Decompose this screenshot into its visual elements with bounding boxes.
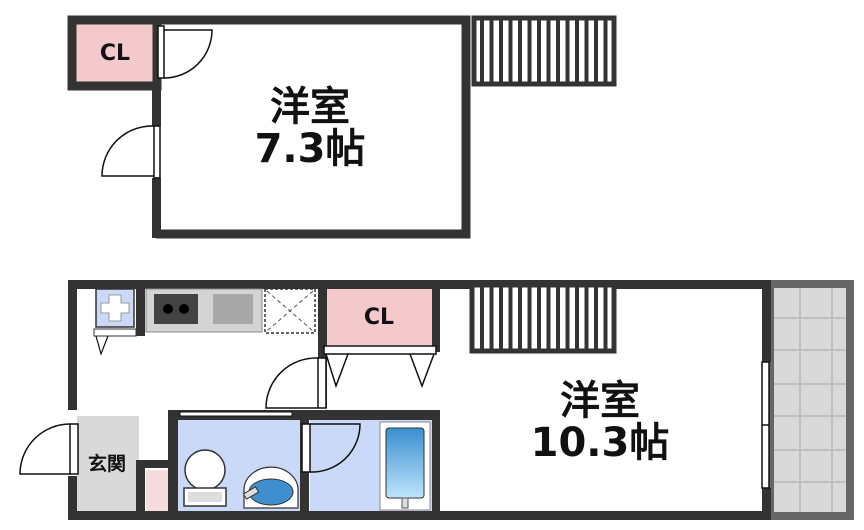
bath-faucet	[401, 497, 409, 509]
stair-tread	[480, 18, 484, 84]
drain-icon	[100, 294, 130, 322]
stair-tread	[594, 285, 598, 351]
stair-tread	[575, 285, 579, 351]
stair-tread	[584, 18, 589, 84]
upper-door-leaf	[153, 125, 161, 179]
burner-icon	[163, 304, 173, 314]
bath-door-leaf	[301, 423, 311, 473]
hall-door-leaf	[317, 357, 327, 409]
toilet-tank-inner	[188, 492, 222, 502]
closet-door-leaf	[157, 25, 165, 79]
washer-door	[95, 335, 109, 356]
stair-tread	[584, 285, 589, 351]
closet-rail	[323, 345, 437, 355]
stair-tread	[527, 285, 532, 351]
closet-folding-door-right	[409, 353, 435, 389]
stair-tread	[565, 18, 570, 84]
lower-room-name: 洋室	[560, 378, 640, 424]
lower-wall-top	[68, 280, 770, 289]
shoe-wall-side	[136, 460, 145, 520]
stair-tread	[603, 285, 608, 351]
sink	[213, 294, 253, 324]
upper-wall-left-mid	[152, 84, 161, 126]
entrance-label: 玄関	[87, 453, 126, 475]
stair-tread	[556, 285, 560, 351]
upper-stair-treads	[480, 18, 608, 84]
closet-wall-left	[318, 280, 327, 408]
closet-folding-door-left	[325, 353, 349, 389]
sliding-door-track	[179, 411, 293, 417]
toilet-bowl	[184, 449, 226, 491]
bath-door-arc	[309, 423, 361, 473]
hall-door-arc	[265, 357, 319, 409]
shoe-wall	[136, 460, 168, 468]
upper-floor	[67, 15, 617, 239]
fridge-cross	[266, 290, 314, 332]
shoe-cabinet	[146, 470, 168, 511]
entrance-floor	[77, 416, 139, 512]
stair-tread	[565, 285, 570, 351]
stair-tread	[575, 18, 579, 84]
stair-tread	[603, 18, 608, 84]
balcony	[766, 280, 854, 520]
lower-wall-bottom	[68, 511, 770, 520]
washer-rail	[93, 328, 137, 337]
upper-closet-fill	[76, 24, 153, 82]
upper-room-size: 7.3帖	[254, 126, 366, 172]
stair-tread	[527, 18, 532, 84]
lower-stair-treads	[480, 285, 608, 351]
lower-wall-right-bottom	[762, 488, 771, 520]
stair-tread	[480, 285, 484, 351]
stair-tread	[518, 285, 522, 351]
stair-tread	[594, 18, 598, 84]
lower-wall-left-bottom	[68, 476, 77, 520]
burner-icon	[179, 304, 189, 314]
stair-tread	[546, 285, 551, 351]
stair-tread	[499, 285, 503, 351]
lower-stairs	[469, 282, 617, 354]
stair-tread	[499, 18, 503, 84]
stair-tread	[489, 285, 494, 351]
upper-closet-wall	[67, 15, 162, 91]
upper-room-label: 洋室 7.3帖	[230, 86, 390, 170]
upper-stairs	[471, 15, 617, 87]
lower-closet-label: CL	[363, 305, 395, 330]
closet-wall-right	[432, 280, 440, 352]
upper-closet-label: CL	[99, 41, 131, 66]
upper-room-walls	[156, 15, 471, 239]
lower-floor	[19, 280, 854, 520]
stair-tread	[518, 18, 522, 84]
upper-room-name: 洋室	[270, 84, 350, 130]
lower-room-label: 洋室 10.3帖	[510, 380, 690, 464]
bath-wall-right	[432, 410, 440, 520]
stove	[154, 294, 198, 324]
kitchen-wall-stub	[136, 286, 145, 336]
lower-wall-left-top	[68, 280, 77, 410]
stair-tread	[537, 18, 541, 84]
stair-tread	[489, 18, 494, 84]
upper-wall-left-lower	[152, 178, 161, 238]
bathtub-water	[385, 427, 425, 499]
entrance-door-arc	[19, 423, 71, 475]
stair-tread	[537, 285, 541, 351]
lower-room-size: 10.3帖	[530, 420, 670, 466]
lower-wall-right-top	[762, 280, 771, 362]
stair-tread	[508, 285, 513, 351]
upper-door-arc	[101, 125, 155, 177]
balcony-grid	[774, 288, 846, 512]
stair-tread	[546, 18, 551, 84]
bath-wall-top	[168, 410, 440, 420]
faucet-icon	[242, 486, 260, 500]
stair-tread	[556, 18, 560, 84]
closet-door-arc	[163, 29, 213, 79]
bath-wall-left	[168, 410, 178, 520]
lower-closet-fill	[326, 289, 432, 345]
entrance-door-leaf	[69, 423, 79, 475]
stair-tread	[508, 18, 513, 84]
